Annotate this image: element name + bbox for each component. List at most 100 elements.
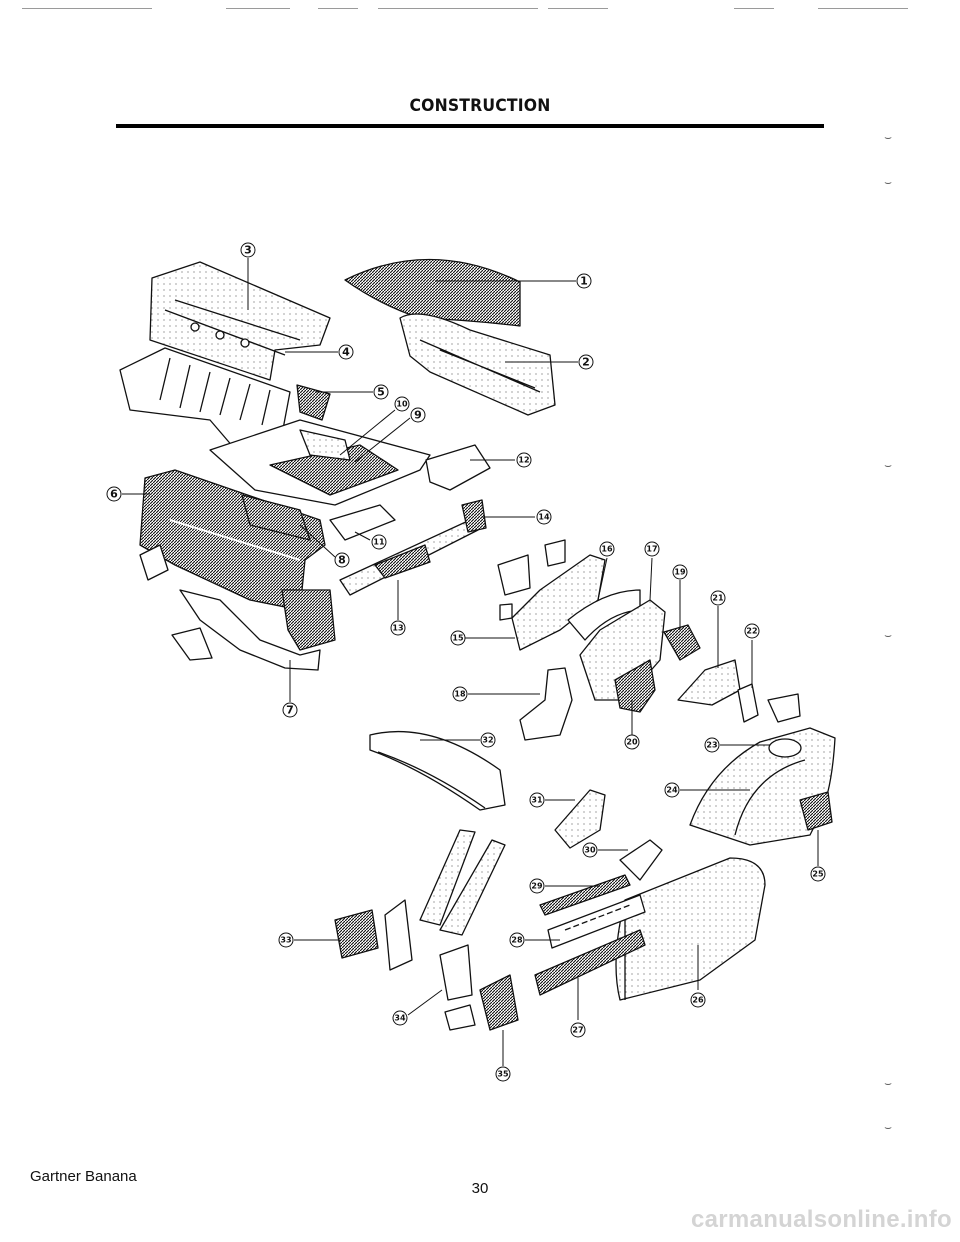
callout-34: 34 — [392, 1010, 408, 1026]
front-bracket-part — [171, 627, 213, 661]
pillar-brace-part — [384, 899, 413, 971]
center-pillar-part — [519, 667, 573, 741]
title-rule — [116, 124, 824, 128]
callout-24: 24 — [664, 782, 680, 798]
page-number: 30 — [471, 1180, 489, 1197]
callout-19: 19 — [672, 564, 688, 580]
callout-18: 18 — [452, 686, 468, 702]
callout-33: 33 — [278, 932, 294, 948]
floor-bracket-part — [329, 504, 396, 541]
callout-12: 12 — [516, 452, 532, 468]
part-detail — [374, 544, 431, 579]
callout-8: 8 — [334, 552, 350, 568]
callout-25: 25 — [810, 866, 826, 882]
rocker-end-part — [479, 974, 519, 1031]
callout-3: 3 — [240, 242, 256, 258]
scan-artifact — [226, 8, 290, 9]
callout-11: 11 — [371, 534, 387, 550]
callout-9: 9 — [410, 407, 426, 423]
callout-label: 5 — [377, 386, 385, 399]
hinge-bracket-part — [663, 624, 701, 661]
scan-artifact — [734, 8, 774, 9]
callout-label: 10 — [396, 400, 408, 409]
callout-16: 16 — [599, 541, 615, 557]
a-pillar-inner-part — [439, 839, 506, 936]
footer-author: Gartner Banana — [30, 1168, 137, 1185]
sill-reinforcement-part — [539, 874, 631, 916]
callout-label: 16 — [601, 545, 613, 554]
part-detail — [564, 904, 631, 931]
callout-15: 15 — [450, 630, 466, 646]
callout-label: 18 — [454, 690, 466, 699]
fender-stay-part — [799, 791, 833, 831]
left-bracket-part — [139, 544, 169, 581]
callout-label: 7 — [286, 704, 294, 717]
callout-label: 34 — [394, 1014, 406, 1023]
callout-label: 14 — [538, 513, 550, 522]
page-title: CONSTRUCTION — [409, 96, 551, 116]
seat-bracket-part — [425, 444, 491, 491]
callout-label: 3 — [244, 244, 252, 257]
scan-artifact: ⌣ — [884, 1120, 892, 1134]
callout-label: 1 — [580, 275, 588, 288]
callout-label: 33 — [280, 936, 291, 945]
lower-hinge-part — [439, 944, 473, 1001]
callout-20: 20 — [624, 734, 640, 750]
callout-14: 14 — [536, 509, 552, 525]
callout-23: 23 — [704, 737, 720, 753]
callout-35: 35 — [495, 1066, 511, 1082]
callout-label: 13 — [392, 624, 403, 633]
callout-label: 31 — [531, 796, 543, 805]
small-dark-bracket-part — [461, 499, 487, 533]
callout-label: 32 — [482, 736, 493, 745]
hinge-pillar-part — [554, 789, 606, 849]
part-detail — [377, 751, 486, 809]
callout-7: 7 — [282, 702, 298, 718]
part-detail — [767, 693, 801, 723]
callout-label: 2 — [582, 356, 590, 369]
callout-label: 23 — [706, 741, 717, 750]
part-detail — [164, 299, 301, 356]
fender-apron-part — [677, 659, 741, 706]
callout-label: 24 — [666, 786, 678, 795]
callout-21: 21 — [710, 590, 726, 606]
callout-label: 20 — [626, 738, 638, 747]
callout-label: 28 — [511, 936, 523, 945]
callout-10: 10 — [394, 396, 410, 412]
callout-30: 30 — [582, 842, 598, 858]
part-detail — [419, 339, 541, 393]
callout-label: 27 — [572, 1026, 583, 1035]
callout-label: 4 — [342, 346, 350, 359]
callout-29: 29 — [529, 878, 545, 894]
callout-26: 26 — [690, 992, 706, 1008]
callout-label: 17 — [646, 545, 657, 554]
scan-artifact — [378, 8, 538, 9]
part-detail — [544, 539, 566, 567]
callout-4: 4 — [338, 344, 354, 360]
callout-label: 12 — [518, 456, 529, 465]
callout-label: 22 — [746, 627, 757, 636]
callout-31: 31 — [529, 792, 545, 808]
callout-label: 15 — [452, 634, 464, 643]
cowl-box-part — [281, 589, 336, 651]
callout-label: 29 — [531, 882, 543, 891]
callout-label: 6 — [110, 488, 118, 501]
windshield-header-part — [369, 730, 506, 811]
callout-label: 26 — [692, 996, 704, 1005]
scan-artifact — [22, 8, 152, 9]
small-plate-part — [499, 603, 513, 621]
wheel-arch-liner-part — [567, 589, 641, 641]
cross-bracket-part — [241, 494, 311, 541]
gusset-part — [497, 554, 531, 596]
callout-17: 17 — [644, 541, 660, 557]
callout-label: 21 — [712, 594, 724, 603]
scan-artifact — [548, 8, 608, 9]
a-pillar-lower-part — [619, 839, 663, 881]
reinforcement-part — [614, 659, 656, 713]
fender-bracket-part — [737, 683, 759, 723]
callout-label: 19 — [674, 568, 686, 577]
callout-5: 5 — [373, 384, 389, 400]
bracket-part — [296, 384, 331, 421]
callout-label: 30 — [584, 846, 596, 855]
